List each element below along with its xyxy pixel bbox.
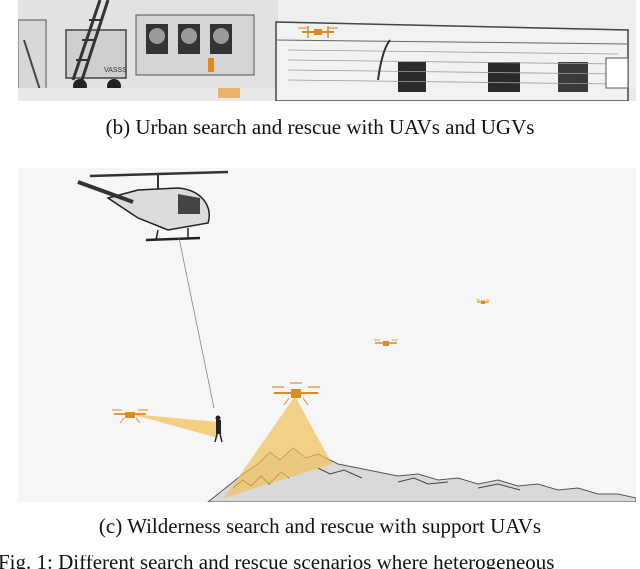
urban-scene-image: VASSS	[18, 0, 636, 101]
portable-building	[275, 21, 629, 101]
uav-drone-far	[476, 299, 490, 304]
figure-caption-text: Fig. 1: Different search and rescue scen…	[0, 555, 555, 569]
wilderness-scene-image	[18, 168, 636, 502]
figure-caption: Fig. 1: Different search and rescue scen…	[0, 555, 640, 569]
uav-drone-center	[272, 382, 320, 406]
urban-scene-drawing: VASSS	[18, 0, 636, 101]
helicopter	[77, 170, 229, 409]
fire-truck: VASSS	[65, 0, 127, 93]
truck-label: VASSS	[104, 67, 127, 74]
uav-drone-mid	[374, 339, 398, 346]
caption-urban-search-rescue: (b) Urban search and rescue with UAVs an…	[105, 115, 535, 139]
uav-drone-left	[112, 409, 148, 424]
caption-wilderness-search-rescue: (c) Wilderness search and rescue with su…	[98, 514, 542, 538]
uav-drone-urban	[298, 26, 338, 38]
garage-bays	[135, 14, 255, 76]
wilderness-scene-drawing	[18, 168, 636, 502]
hiker-figure	[214, 415, 223, 443]
